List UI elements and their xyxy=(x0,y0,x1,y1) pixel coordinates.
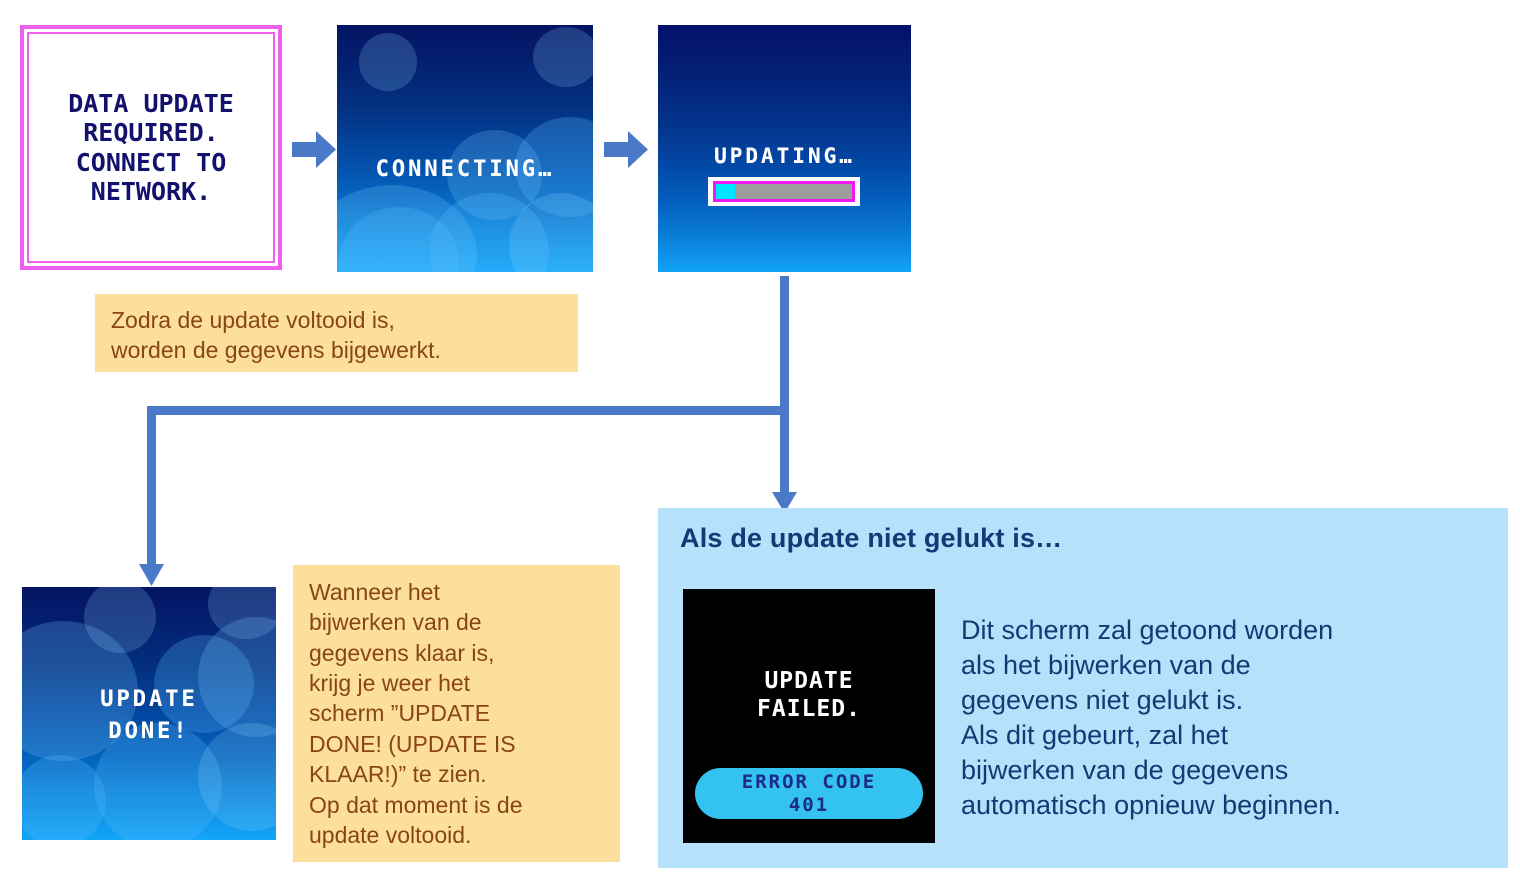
screen-network-text: DATA UPDATE REQUIRED. CONNECT TO NETWORK… xyxy=(68,88,234,207)
arrow-network-to-connecting xyxy=(292,131,336,168)
screen-inner-frame: DATA UPDATE REQUIRED. CONNECT TO NETWORK… xyxy=(27,32,275,263)
bubble-decor xyxy=(533,27,593,87)
panel-body-text: Dit scherm zal getoond worden als het bi… xyxy=(961,615,1341,821)
bubble-decor xyxy=(154,635,254,733)
screen-update-failed: UPDATE FAILED. ERROR CODE 401 xyxy=(683,589,935,843)
screen-connecting: CONNECTING… xyxy=(337,25,593,272)
screen-connecting-text: CONNECTING… xyxy=(375,157,555,182)
screen-updating-text: UPDATING… xyxy=(714,144,855,168)
note-after-update: Zodra de update voltooid is, worden de g… xyxy=(95,294,578,372)
panel-update-failed: Als de update niet gelukt is… UPDATE FAI… xyxy=(658,508,1508,868)
bubble-decor xyxy=(84,587,156,653)
screen-updating: UPDATING… xyxy=(658,25,911,272)
progress-fill xyxy=(716,184,736,199)
bubble-decor xyxy=(359,33,417,91)
note-done-explanation: Wanneer het bijwerken van de gegevens kl… xyxy=(293,565,620,862)
screen-update-done: UPDATE DONE! xyxy=(22,587,276,840)
bubble-decor xyxy=(22,621,138,761)
arrow-connecting-to-updating xyxy=(604,131,648,168)
error-code-badge: ERROR CODE 401 xyxy=(695,768,923,819)
error-code-text: ERROR CODE 401 xyxy=(741,770,877,816)
progress-track xyxy=(713,181,855,202)
panel-title: Als de update niet gelukt is… xyxy=(680,523,1063,553)
screen-data-update-required: DATA UPDATE REQUIRED. CONNECT TO NETWORK… xyxy=(20,25,282,270)
bubble-decor xyxy=(447,130,542,220)
bubble-decor xyxy=(198,723,276,831)
bubble-decor xyxy=(94,723,222,840)
screen-failed-text: UPDATE FAILED. xyxy=(757,668,861,723)
screen-done-text: UPDATE DONE! xyxy=(100,687,198,744)
progress-bar xyxy=(708,177,860,206)
bubble-decor xyxy=(22,755,106,840)
